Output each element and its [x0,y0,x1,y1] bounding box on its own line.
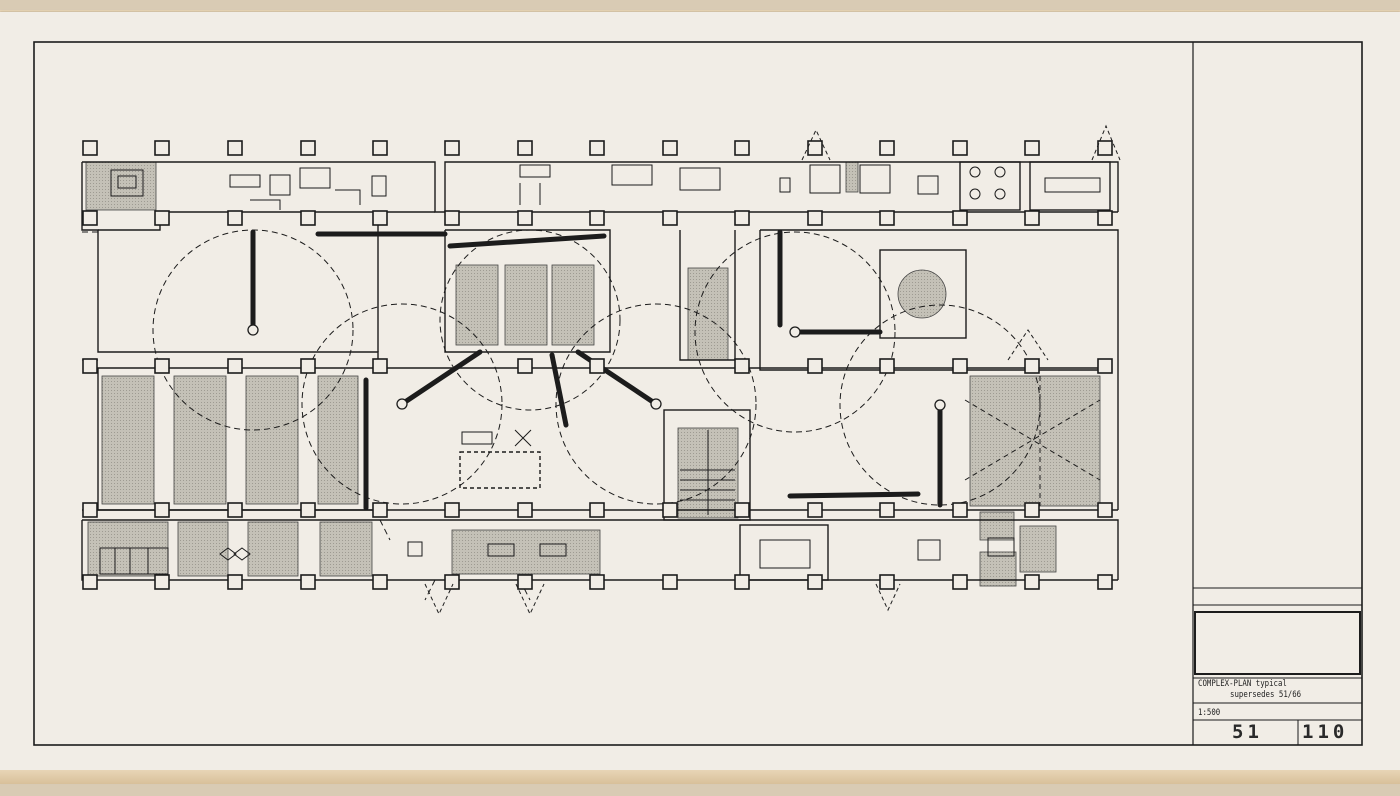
drawing-scale: 1:500 [1198,708,1221,718]
column [82,140,98,156]
building-walls [81,161,1119,581]
column [589,358,605,374]
column [444,574,460,590]
shaded-areas [85,161,1101,587]
column [82,210,98,226]
column [227,140,243,156]
sheet-number: 110 [1302,721,1349,743]
column [662,574,678,590]
column [227,574,243,590]
column [807,358,823,374]
column [589,210,605,226]
column [444,502,460,518]
column [734,358,750,374]
column [517,358,533,374]
column [807,574,823,590]
column [734,502,750,518]
column [879,358,895,374]
column [154,358,170,374]
column [807,140,823,156]
column [662,210,678,226]
column [1024,140,1040,156]
swing-arcs [82,229,1041,601]
interior-partitions [99,164,1101,575]
column [662,502,678,518]
column [662,140,678,156]
column [154,502,170,518]
column [300,210,316,226]
drawing-title: COMPLEX-PLAN typical [1198,679,1287,689]
column [1097,210,1113,226]
column [879,210,895,226]
bottom-mounting-tape [0,770,1400,784]
column [807,210,823,226]
column [879,502,895,518]
column [807,502,823,518]
wall-pivots [247,324,946,411]
column [372,502,388,518]
column [1097,574,1113,590]
column [82,574,98,590]
column [444,140,460,156]
column [372,210,388,226]
column [1097,358,1113,374]
sheet-prefix: 51 [1232,721,1263,743]
column [154,140,170,156]
column [1024,358,1040,374]
column [952,574,968,590]
column [372,358,388,374]
column [1097,502,1113,518]
column [300,502,316,518]
column [444,210,460,226]
column [589,574,605,590]
column [879,574,895,590]
column [300,140,316,156]
movable-wall-arms [250,229,943,511]
column [952,502,968,518]
column [517,574,533,590]
column [300,574,316,590]
column [517,502,533,518]
structural-columns [82,140,1113,590]
column [517,140,533,156]
column [82,502,98,518]
sheet-border [33,41,1363,746]
column [589,140,605,156]
column [82,358,98,374]
column [300,358,316,374]
column [952,140,968,156]
column [1024,502,1040,518]
column [734,574,750,590]
column [1097,140,1113,156]
column [952,210,968,226]
column [879,140,895,156]
supersedes-note: supersedes 51/66 [1230,690,1302,700]
column [227,358,243,374]
column [154,574,170,590]
column [952,358,968,374]
column [517,210,533,226]
column [372,574,388,590]
column [1024,210,1040,226]
entry-markers [424,124,1121,616]
column [154,210,170,226]
column [372,140,388,156]
column [227,210,243,226]
column [734,140,750,156]
column [589,502,605,518]
column [227,502,243,518]
column [734,210,750,226]
column [1024,574,1040,590]
